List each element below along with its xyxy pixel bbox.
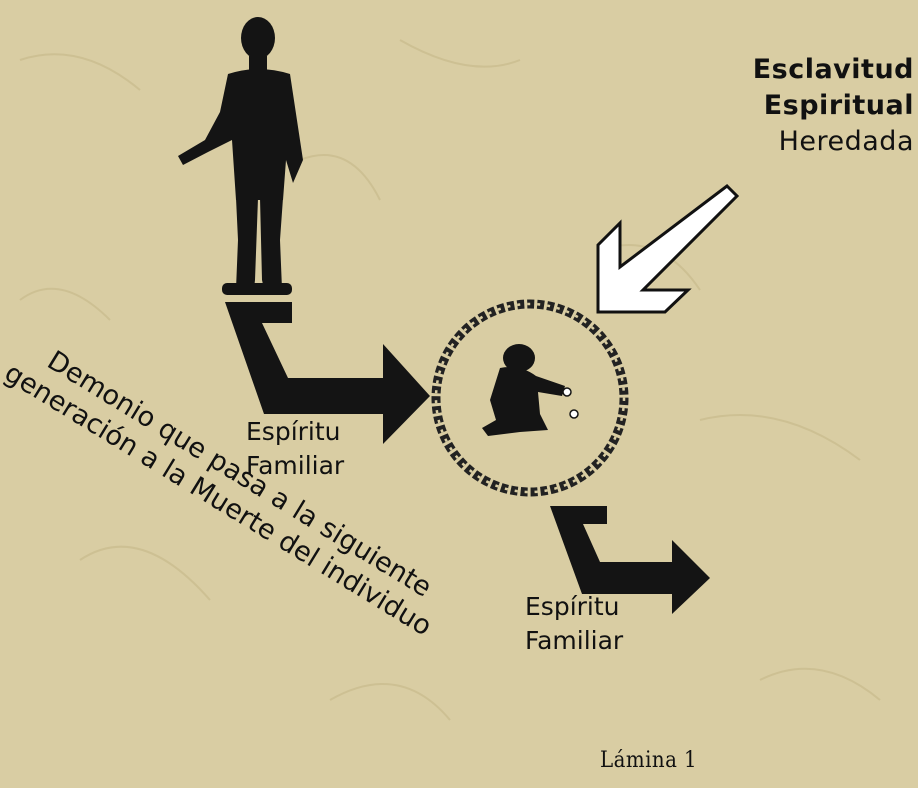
heading-line-3: Heredada (753, 124, 914, 160)
label-lower-line-1: Espíritu (525, 590, 623, 624)
label-lower-line-2: Familiar (525, 624, 623, 658)
label-upper-line-1: Espíritu (246, 415, 344, 449)
heading-line-1: Esclavitud (753, 52, 914, 88)
inherited-bondage-title: Esclavitud Espiritual Heredada (753, 52, 914, 161)
plate-caption: Lámina 1 (600, 748, 697, 773)
standing-man-icon (178, 17, 303, 295)
heading-line-2: Espiritual (753, 88, 914, 124)
chained-child-icon (482, 344, 578, 436)
inherited-arrow-icon (598, 186, 737, 312)
familiar-spirit-label-lower: Espíritu Familiar (525, 590, 623, 658)
